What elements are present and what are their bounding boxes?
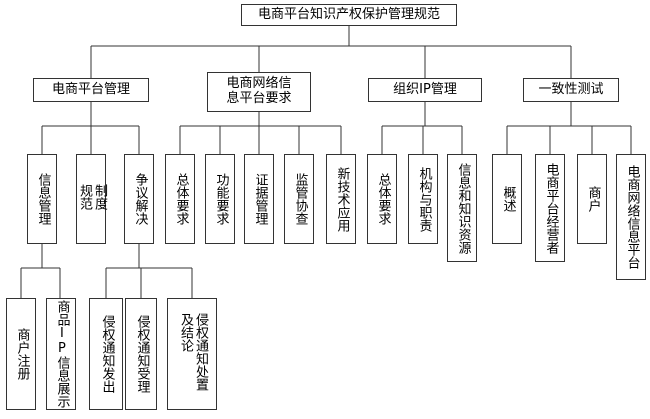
node-merchant: 商户 — [577, 154, 607, 244]
section-node-org-ip-management: 组织IP管理 — [368, 78, 482, 102]
node-infringement-notice-accept: 侵权通知受理 — [125, 298, 157, 410]
node-evidence-management: 证据管理 — [244, 154, 274, 244]
node-system-rules: 制度规范 — [76, 154, 107, 244]
node-infringement-notice-handling: 侵权通知处置及结论 — [167, 298, 217, 410]
node-platform-operator: 电商平台经营者 — [535, 154, 565, 262]
node-merchant-registration: 商户注册 — [6, 298, 36, 410]
node-dispute-resolution: 争议解决 — [124, 154, 154, 244]
section-node-network-platform-requirements: 电商网络信息平台要求 — [207, 72, 311, 112]
node-function-requirements: 功能要求 — [205, 154, 235, 244]
node-infringement-notice-handling-label: 侵权通知处置及结论 — [178, 313, 208, 392]
section-node-platform-management: 电商平台管理 — [33, 78, 149, 102]
section-node-conformance-test: 一致性测试 — [523, 78, 619, 102]
section-label-network-platform-requirements: 电商网络信息平台要求 — [226, 76, 292, 106]
node-new-technology: 新技术应用 — [326, 154, 356, 244]
node-infringement-notice-issue: 侵权通知发出 — [89, 298, 123, 410]
node-overall-requirements-platform: 总体要求 — [165, 154, 195, 244]
root-node: 电商平台知识产权保护管理规范 — [241, 4, 457, 26]
node-overview: 概述 — [492, 154, 522, 244]
node-info-knowledge-resources: 信息和知识资源 — [447, 154, 477, 262]
node-overall-requirements-org: 总体要求 — [367, 154, 397, 244]
node-info-management: 信息管理 — [27, 154, 57, 244]
node-system-rules-label: 制度规范 — [77, 184, 107, 211]
node-network-info-platform: 电商网络信息平台 — [616, 154, 646, 280]
node-supervision-investigation: 监管协查 — [284, 154, 314, 244]
node-product-ip-info-display: 商品IP信息展示 — [46, 298, 76, 410]
node-organization-duties: 机构与职责 — [408, 154, 438, 244]
